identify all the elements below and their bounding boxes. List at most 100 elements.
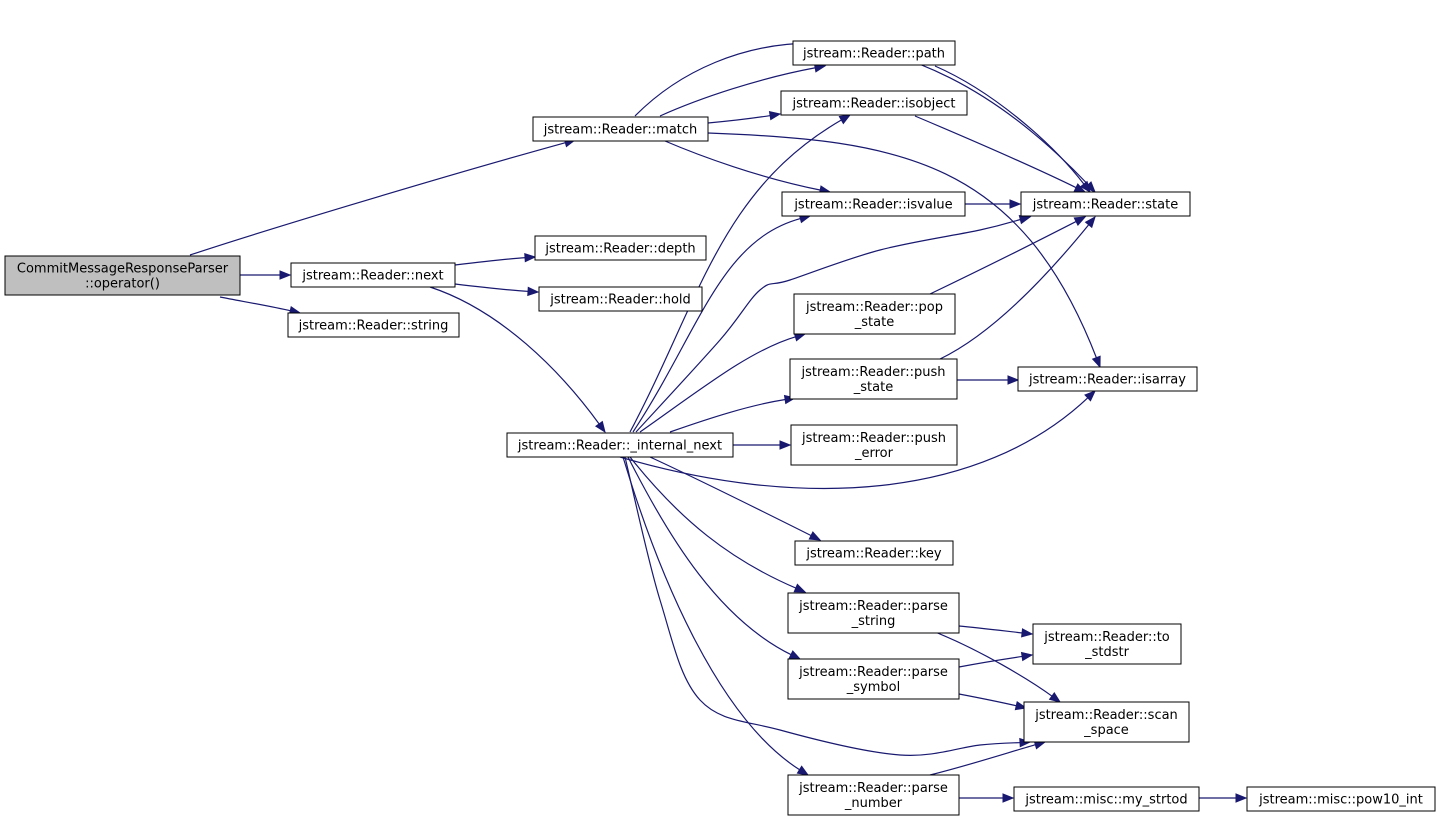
node-to-stdstr[interactable]: jstream::Reader::to_stdstr	[1032, 623, 1182, 665]
edge-match-to-isobject	[707, 110, 782, 124]
node-label: jstream::Reader::isarray	[1028, 373, 1186, 388]
edge-line	[669, 398, 787, 433]
edge-internal_next-to-push_error	[733, 440, 792, 450]
node-push-state[interactable]: jstream::Reader::push_state	[789, 358, 958, 400]
arrowhead	[1073, 216, 1087, 226]
arrowhead	[838, 114, 852, 125]
arrowhead	[1084, 215, 1096, 229]
node-label: jstream::Reader::scan	[1034, 708, 1178, 723]
edge-internal_next-to-isobject	[629, 114, 852, 433]
node-label: jstream::Reader::next	[301, 269, 443, 284]
node-state[interactable]: jstream::Reader::state	[1020, 191, 1191, 217]
node-label: jstream::misc::pow10_int	[1258, 793, 1423, 808]
node-box	[506, 432, 734, 458]
arrowhead	[1007, 375, 1020, 385]
node-label: jstream::Reader::match	[543, 123, 698, 138]
edge-root-to-next	[239, 270, 292, 280]
node-string[interactable]: jstream::Reader::string	[287, 312, 460, 338]
node-label: jstream::Reader::hold	[549, 293, 691, 308]
arrowhead	[796, 765, 810, 776]
node-box	[780, 90, 968, 116]
edge-match-to-isvalue	[664, 140, 832, 195]
node-box	[794, 540, 954, 566]
arrowhead	[1002, 793, 1015, 803]
node-label: jstream::Reader::_internal_next	[517, 439, 722, 454]
edge-push_state-to-isarray	[956, 375, 1020, 385]
node-label: _state	[854, 315, 894, 330]
node-box	[790, 424, 958, 466]
node-box	[290, 262, 456, 288]
edge-line	[934, 65, 1085, 186]
node-box	[787, 774, 960, 816]
node-label: jstream::Reader::push	[801, 365, 946, 380]
edge-line	[619, 396, 1089, 490]
node-match[interactable]: jstream::Reader::match	[532, 116, 709, 142]
edge-line	[934, 631, 1054, 698]
arrowhead	[1020, 651, 1034, 662]
edge-line	[632, 217, 802, 433]
node-label: jstream::misc::my_strtod	[1024, 793, 1187, 808]
node-pow10-int[interactable]: jstream::misc::pow10_int	[1246, 786, 1436, 812]
node-root[interactable]: CommitMessageResponseParser::operator()	[4, 255, 241, 296]
node-label: _state	[853, 380, 893, 395]
edge-line	[659, 67, 817, 117]
arrowhead	[1235, 793, 1248, 803]
node-parse-symbol[interactable]: jstream::Reader::parse_symbol	[787, 658, 960, 700]
node-isvalue[interactable]: jstream::Reader::isvalue	[781, 191, 966, 217]
edge-line	[629, 456, 797, 590]
edge-internal_next-to-parse_symbol	[627, 456, 802, 660]
node-pop-state[interactable]: jstream::Reader::pop_state	[793, 293, 956, 335]
node-box	[4, 255, 241, 296]
node-parse-string[interactable]: jstream::Reader::parse_string	[787, 592, 960, 634]
edge-line	[624, 456, 1022, 756]
node-next[interactable]: jstream::Reader::next	[290, 262, 456, 288]
edge-line	[958, 655, 1024, 668]
edge-parse_string-to-scan_space	[934, 631, 1062, 703]
edge-line	[627, 456, 793, 656]
node-my-strtod[interactable]: jstream::misc::my_strtod	[1013, 786, 1200, 812]
edge-line	[929, 220, 1078, 295]
node-depth[interactable]: jstream::Reader::depth	[534, 235, 707, 261]
edge-line	[454, 283, 530, 293]
node-hold[interactable]: jstream::Reader::hold	[538, 286, 703, 312]
edge-internal_next-to-key	[649, 456, 822, 541]
arrowhead	[279, 270, 292, 280]
node-label: ::operator()	[85, 277, 160, 292]
node-label: _symbol	[846, 680, 900, 695]
node-label: jstream::Reader::isvalue	[793, 198, 952, 213]
edge-isvalue-to-state	[965, 199, 1022, 209]
edge-line	[454, 257, 527, 266]
edge-match-to-isarray	[707, 132, 1101, 369]
node-isarray[interactable]: jstream::Reader::isarray	[1017, 366, 1198, 392]
edge-line	[639, 335, 797, 433]
edge-next-to-depth	[454, 252, 537, 266]
node-label: jstream::Reader::string	[298, 319, 449, 334]
node-key[interactable]: jstream::Reader::key	[794, 540, 954, 566]
edge-parse_number-to-scan_space	[929, 740, 1047, 776]
arrowhead	[1079, 180, 1091, 194]
edge-line	[929, 743, 1037, 776]
node-internal-next[interactable]: jstream::Reader::_internal_next	[506, 432, 734, 458]
node-box	[1013, 786, 1200, 812]
edge-line	[664, 140, 822, 191]
node-label: jstream::Reader::to	[1043, 630, 1170, 645]
node-label: jstream::Reader::state	[1032, 198, 1178, 213]
node-scan-space[interactable]: jstream::Reader::scan_space	[1023, 701, 1190, 743]
node-push-error[interactable]: jstream::Reader::push_error	[790, 424, 958, 466]
node-parse-number[interactable]: jstream::Reader::parse_number	[787, 774, 960, 816]
edge-next-to-hold	[454, 283, 540, 297]
arrowhead	[788, 650, 802, 660]
edges-layer	[189, 42, 1248, 803]
edge-internal_next-to-parse_string	[629, 456, 807, 593]
node-isobject[interactable]: jstream::Reader::isobject	[780, 90, 968, 116]
node-path[interactable]: jstream::Reader::path	[792, 40, 956, 66]
edge-internal_next-to-pop_state	[639, 332, 807, 433]
arrowhead	[1084, 390, 1096, 402]
node-box	[287, 312, 460, 338]
node-label: jstream::Reader::parse	[798, 665, 948, 680]
edge-line	[622, 456, 801, 771]
node-label: jstream::Reader::push	[801, 431, 946, 446]
edge-pop_state-to-state	[929, 216, 1087, 295]
edge-line	[635, 218, 1022, 433]
